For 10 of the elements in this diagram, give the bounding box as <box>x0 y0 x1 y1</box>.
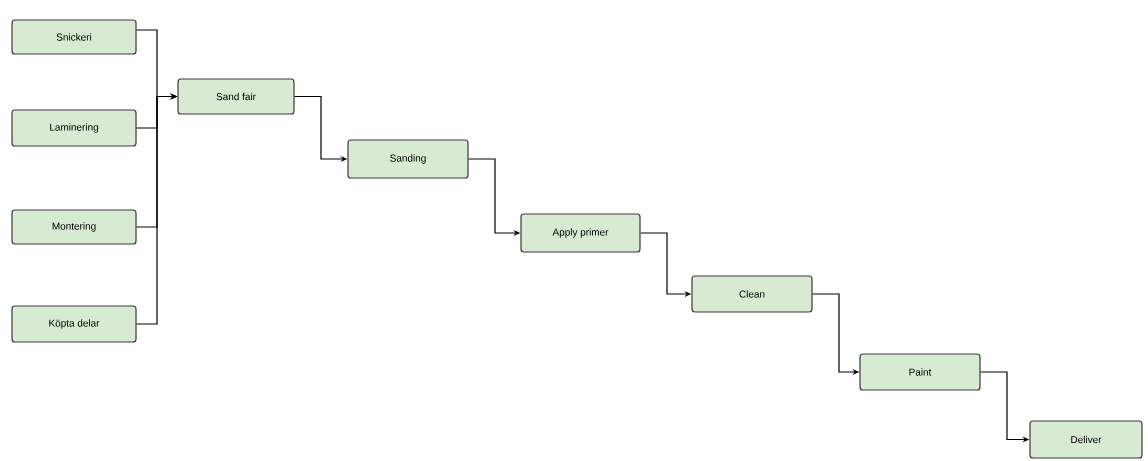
process-box: Sanding <box>347 139 469 179</box>
process-box: Montering <box>11 209 137 245</box>
process-box: Köpta delar <box>11 305 137 343</box>
process-box: Apply primer <box>520 213 641 253</box>
process-box: Clean <box>691 275 813 313</box>
process-box: Paint <box>859 353 981 391</box>
process-box: Laminering <box>11 109 137 147</box>
process-box: Deliver <box>1029 420 1143 459</box>
process-box: Sand fair <box>177 78 295 115</box>
process-box: Snickeri <box>11 19 137 55</box>
